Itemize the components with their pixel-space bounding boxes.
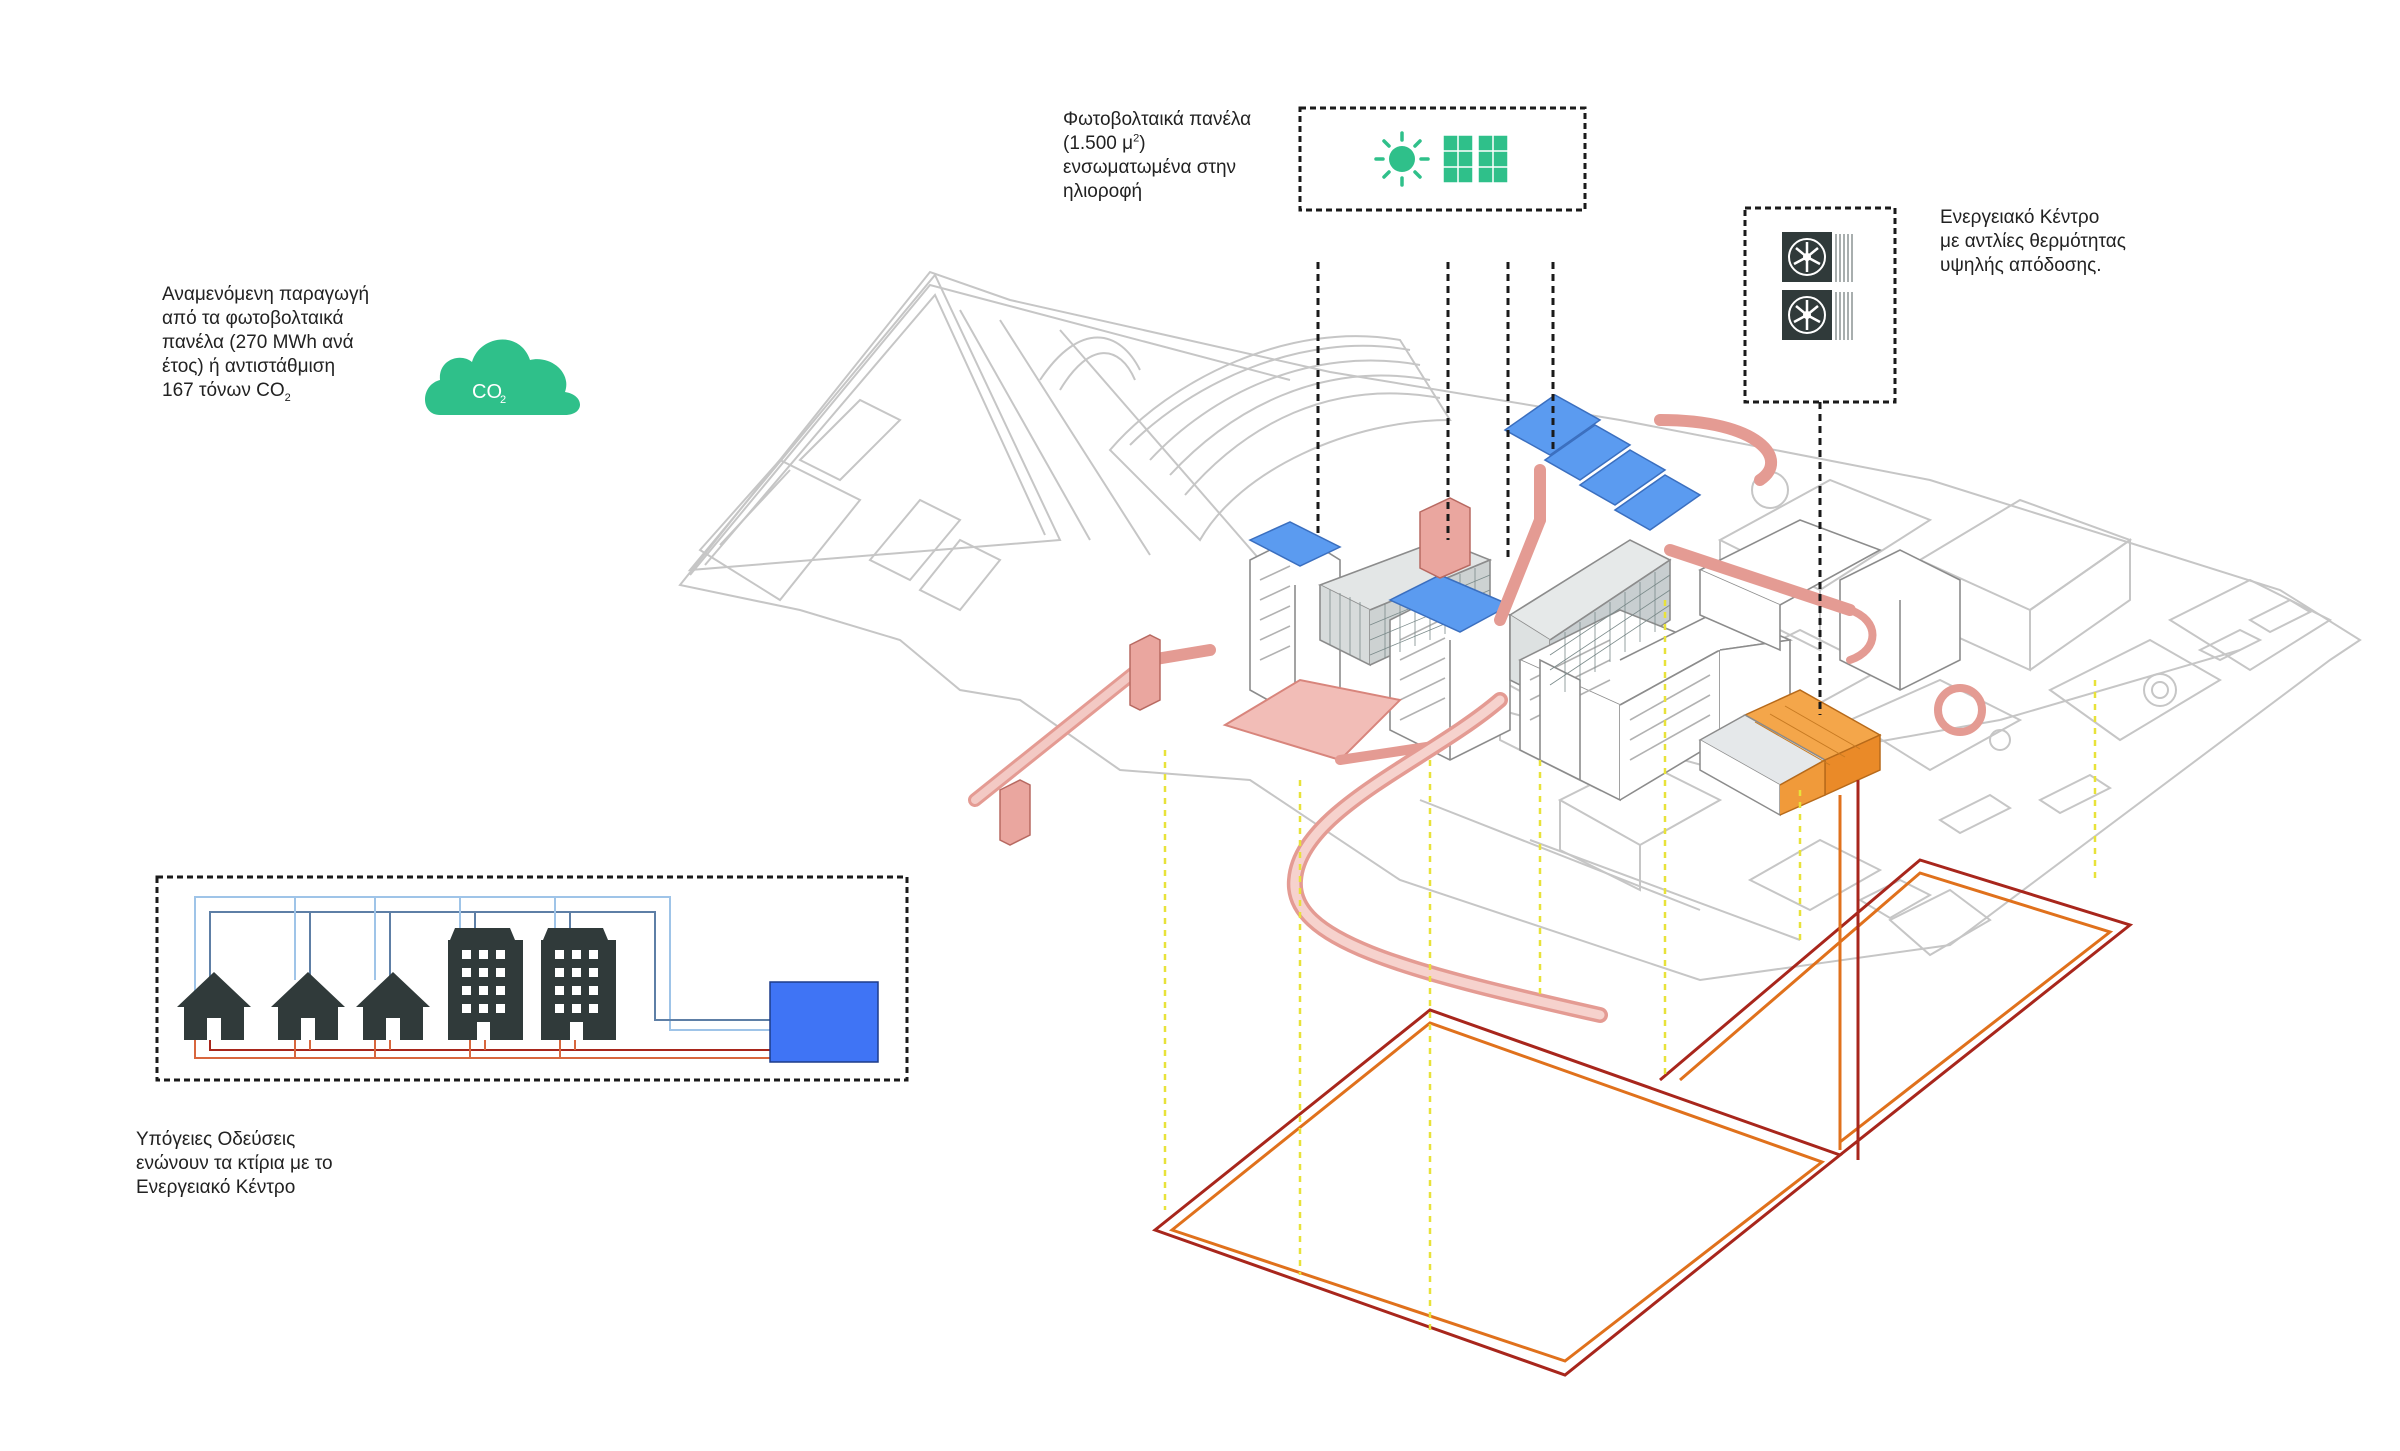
house-icon (177, 972, 251, 1040)
energy-center-label-line2: με αντλίες θερμότητας (1940, 231, 2126, 252)
pv-area-value: (1.500 μ (1063, 133, 1134, 154)
pv-panels-label-line2: (1.500 μ2) (1063, 132, 1251, 156)
energy-center-callout-box (1743, 206, 1897, 404)
return-pipes (194, 1040, 770, 1059)
apartment-building-icon (448, 928, 523, 1040)
energy-center-label-line3: υψηλής απόδοσης. (1940, 255, 2102, 276)
energy-center-label: Ενεργειακό Κέντρο με αντλίες θερμότητας … (1940, 206, 2126, 278)
co2-tonnes-text: 167 τόνων CO (162, 380, 285, 401)
production-label-line4: έτος) ή αντιστάθμιση (162, 356, 336, 377)
yellow-dashed-connectors (1163, 600, 2097, 1330)
pv-panels-label-line4: ηλιοροφή (1063, 181, 1143, 202)
tunnels-label-line3: Ενεργειακό Κέντρο (136, 1177, 296, 1198)
callout-lines (1316, 262, 1822, 715)
central-buildings (1249, 519, 1961, 802)
production-label-line2: από τα φωτοβολταικά (162, 308, 344, 329)
pv-area-close: ) (1139, 133, 1146, 154)
elevated-walkways (968, 414, 1986, 1023)
energy-center-label-line1: Ενεργειακό Κέντρο (1940, 207, 2100, 228)
solar-panel-icon (1442, 134, 1509, 184)
pv-callout-box (1298, 106, 1587, 212)
co2-tonnes-subscript: 2 (284, 391, 291, 404)
pv-panels-label-line3: ενσωματωμένα στην (1063, 157, 1237, 178)
energy-center-building (1698, 689, 1882, 817)
house-icon (356, 972, 430, 1040)
network-diagram-box (155, 875, 909, 1082)
co2-cloud-icon: CO 2 (425, 339, 580, 415)
sun-icon (1374, 131, 1430, 187)
tunnels-label-line2: ενώνουν τα κτίρια με το (136, 1153, 333, 1174)
heat-pump-fan-icon (1782, 232, 1853, 282)
production-label-line1: Αναμενόμενη παραγωγή (162, 284, 370, 305)
production-label-line3: πανέλα (270 MWh ανά (162, 332, 354, 353)
co2-cloud-label: CO (472, 381, 502, 403)
energy-center-block (769, 981, 879, 1063)
tunnels-label: Υπόγειες Οδεύσεις ενώνουν τα κτίρια με τ… (136, 1128, 333, 1200)
pv-panels-label-line1: Φωτοβολταικά πανέλα (1063, 109, 1252, 130)
co2-cloud-subscript: 2 (500, 394, 506, 406)
heat-pump-fan-icon (1782, 290, 1853, 340)
tunnels-label-line1: Υπόγειες Οδεύσεις (136, 1129, 296, 1150)
supply-pipes (194, 896, 770, 1031)
production-label-line5: 167 τόνων CO2 (162, 379, 369, 403)
apartment-building-icon (541, 928, 616, 1040)
salmon-towers (999, 497, 1471, 846)
underground-tunnels (1151, 780, 2134, 1377)
house-icon (271, 972, 345, 1040)
production-label: Αναμενόμενη παραγωγή από τα φωτοβολταικά… (162, 283, 369, 403)
pv-area-superscript: 2 (1133, 132, 1140, 145)
pv-panels-label: Φωτοβολταικά πανέλα (1.500 μ2) ενσωματωμ… (1063, 108, 1251, 204)
